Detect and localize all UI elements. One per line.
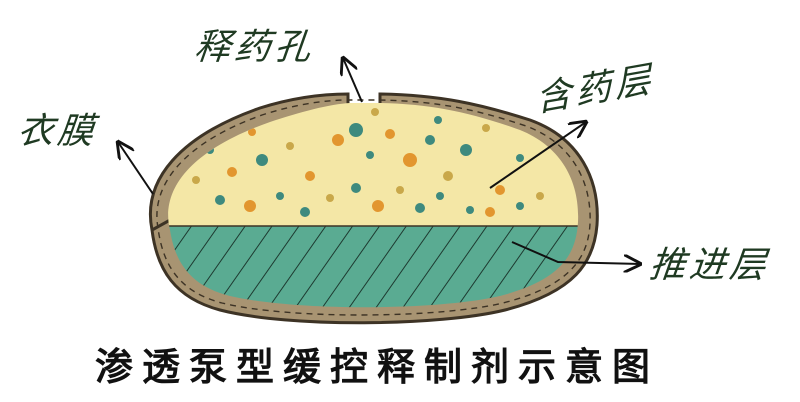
release-orifice-label: 释药孔	[192, 27, 317, 68]
label-arrows	[118, 58, 640, 264]
coating-membrane-label: 衣膜	[15, 111, 100, 152]
diagram-caption: 渗透泵型缓控释制剂示意图	[95, 345, 660, 389]
push-layer-label: 推进层	[647, 245, 772, 286]
